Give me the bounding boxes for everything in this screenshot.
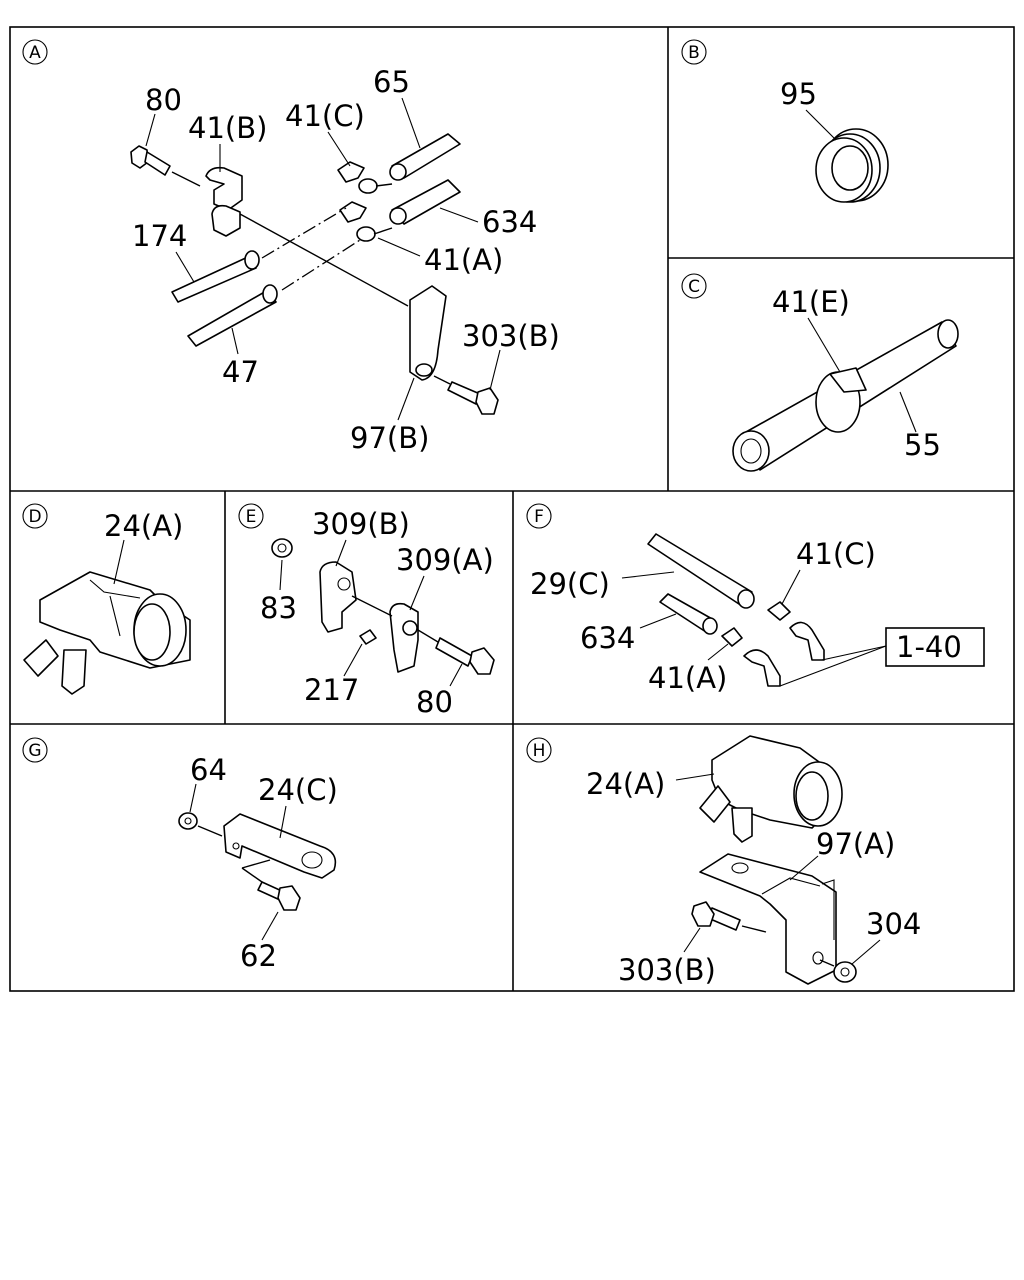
label-80-e: 80 xyxy=(416,685,453,719)
pipe-29c-drawing xyxy=(647,533,755,609)
label-41c: 41(C) xyxy=(285,99,365,133)
bracket-97a-drawing xyxy=(699,853,837,985)
clip-24a-h-drawing xyxy=(699,735,843,843)
section-e-marker: E xyxy=(238,503,264,529)
clip-24a-drawing xyxy=(23,571,191,695)
label-97b: 97(B) xyxy=(350,421,429,455)
nut-83-drawing xyxy=(271,538,293,558)
hose-1-40-drawing xyxy=(743,621,825,687)
clip-41b-drawing xyxy=(205,166,243,237)
label-41b: 41(B) xyxy=(188,111,267,145)
label-41c-f: 41(C) xyxy=(796,537,876,571)
pipe-634-f-drawing xyxy=(659,593,718,635)
nut-64-drawing xyxy=(178,812,223,837)
section-h-marker: H xyxy=(526,737,552,763)
nut-304-drawing xyxy=(819,959,857,983)
pipe-174-drawing xyxy=(171,250,260,303)
label-95: 95 xyxy=(780,77,817,111)
label-29c: 29(C) xyxy=(530,567,610,601)
section-g-marker: G xyxy=(22,737,48,763)
label-24a-h: 24(A) xyxy=(586,767,665,801)
label-64: 64 xyxy=(190,753,227,787)
svg-text:H: H xyxy=(533,741,546,761)
bracket-24c-drawing xyxy=(223,813,337,879)
clip-309a-drawing xyxy=(389,602,419,673)
svg-text:G: G xyxy=(28,741,41,761)
section-f-marker: F xyxy=(526,503,552,529)
label-47: 47 xyxy=(222,355,259,389)
clip-41c-f-drawing xyxy=(767,601,791,621)
label-41a: 41(A) xyxy=(424,243,503,277)
label-309a: 309(A) xyxy=(396,543,494,577)
section-e: E 309(B) 309(A) 83 217 80 xyxy=(238,503,495,719)
label-303b-h: 303(B) xyxy=(618,953,716,987)
label-97a: 97(A) xyxy=(816,827,895,861)
svg-text:C: C xyxy=(688,277,700,297)
ref-box-1-40 xyxy=(885,627,985,667)
bolt-303b-h-drawing xyxy=(691,901,767,933)
label-634-f: 634 xyxy=(580,621,635,655)
clip-41a-f-drawing xyxy=(721,627,743,647)
pipe-47-drawing xyxy=(187,284,278,347)
pin-217-drawing xyxy=(359,629,377,645)
label-83: 83 xyxy=(260,591,297,625)
bolt-303b-drawing xyxy=(433,375,499,415)
label-309b: 309(B) xyxy=(312,507,410,541)
section-d-marker: D xyxy=(22,503,48,529)
label-62: 62 xyxy=(240,939,277,973)
label-634: 634 xyxy=(482,205,537,239)
pipe-65-drawing xyxy=(389,133,461,181)
section-b: B 95 xyxy=(681,39,889,203)
label-304: 304 xyxy=(866,907,921,941)
section-g: G 64 24(C) 62 xyxy=(22,737,338,973)
section-h: H 24(A) 97(A) 304 xyxy=(526,735,921,987)
clip-309b-drawing xyxy=(319,561,357,633)
svg-text:E: E xyxy=(246,507,257,527)
label-80: 80 xyxy=(145,83,182,117)
label-217: 217 xyxy=(304,673,359,707)
section-c-marker: C xyxy=(681,273,707,299)
label-24a-d: 24(A) xyxy=(104,509,183,543)
bolt-62-drawing xyxy=(241,859,301,911)
label-55: 55 xyxy=(904,428,941,462)
label-174: 174 xyxy=(132,219,187,253)
diagram-frame xyxy=(9,26,1015,992)
bolt-80-e-drawing xyxy=(351,595,495,675)
svg-text:D: D xyxy=(28,507,41,527)
section-a-marker: A xyxy=(22,39,48,65)
pipe-634-drawing xyxy=(389,179,461,225)
label-1-40: 1-40 xyxy=(896,630,962,664)
grommet-95-drawing xyxy=(815,128,889,203)
svg-text:B: B xyxy=(688,43,700,63)
bracket-97b-drawing xyxy=(409,285,447,381)
svg-text:A: A xyxy=(29,43,41,63)
bolt-80-drawing xyxy=(130,145,201,187)
clip-41c-drawing xyxy=(337,161,393,242)
label-65: 65 xyxy=(373,65,410,99)
clamp-41e-drawing xyxy=(815,367,867,433)
label-303b: 303(B) xyxy=(462,319,560,353)
label-41e: 41(E) xyxy=(772,285,850,319)
section-c: C 41(E) 55 xyxy=(681,273,959,472)
label-24c: 24(C) xyxy=(258,773,338,807)
section-b-marker: B xyxy=(681,39,707,65)
section-a: A xyxy=(22,39,560,455)
svg-text:F: F xyxy=(534,507,544,527)
label-41a-f: 41(A) xyxy=(648,661,727,695)
section-d: D 24(A) xyxy=(22,503,191,695)
section-f: F 1-40 41(C) 29(C) 634 41(A) xyxy=(526,503,985,695)
